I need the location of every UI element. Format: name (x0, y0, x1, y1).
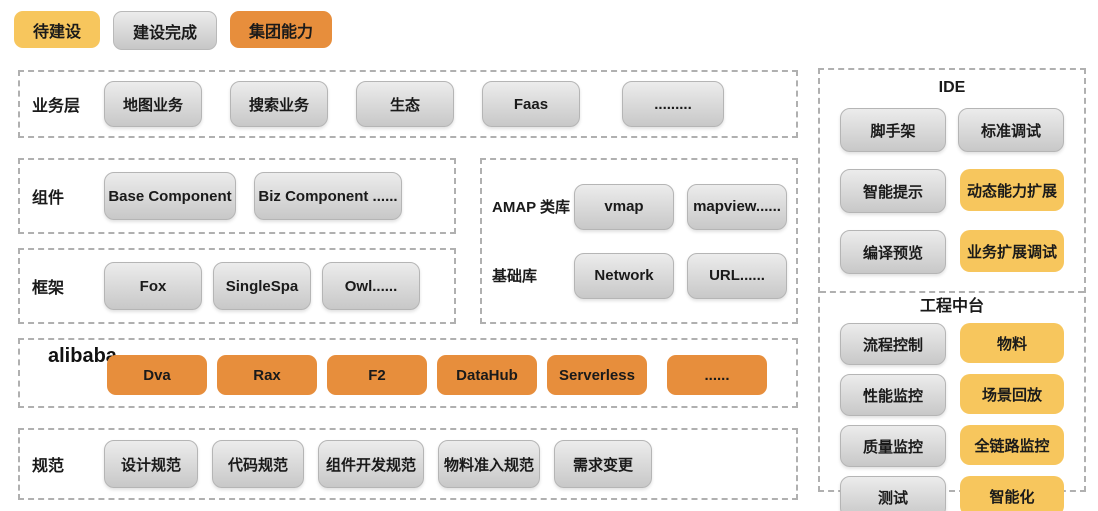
node-standard-debug: 标准调试 (958, 108, 1064, 152)
node-biz-component: Biz Component ...... (254, 172, 402, 220)
node-performance-monitor: 性能监控 (840, 374, 946, 416)
section-amap-libraries: AMAP 类库 vmap mapview...... 基础库 Network U… (480, 158, 798, 324)
node-more-dots: ......... (622, 81, 724, 127)
section-alibaba: alibaba Dva Rax F2 DataHub Serverless ..… (18, 338, 798, 408)
section-specifications: 规范 设计规范 代码规范 组件开发规范 物料准入规范 需求变更 (18, 428, 798, 500)
section-divider (820, 291, 1084, 293)
section-title-engineering-platform: 工程中台 (919, 298, 984, 315)
section-business-layer: 业务层 地图业务 搜索业务 生态 Faas ......... (18, 70, 798, 138)
node-vmap: vmap (574, 183, 674, 230)
node-test: 测试 (840, 476, 946, 511)
legend: 待建设 建设完成 集团能力 (14, 11, 333, 50)
node-url: URL...... (687, 252, 787, 299)
legend-build-complete: 建设完成 (113, 11, 218, 50)
section-label-alibaba: alibaba (48, 345, 117, 367)
node-singlespa: SingleSpa (213, 262, 311, 310)
node-intelligence: 智能化 (960, 476, 1064, 511)
node-smart-hint: 智能提示 (840, 169, 946, 213)
node-requirement-change: 需求变更 (554, 440, 652, 488)
node-scene-replay: 场景回放 (960, 374, 1064, 414)
section-label-business-layer: 业务层 (32, 98, 81, 115)
node-datahub: DataHub (437, 355, 537, 395)
section-right-column: IDE 脚手架 标准调试 智能提示 动态能力扩展 编译预览 业务扩展调试 工程中… (818, 68, 1086, 511)
section-label-components: 组件 (32, 190, 65, 207)
section-label-specifications: 规范 (32, 458, 65, 475)
node-map-business: 地图业务 (104, 81, 202, 127)
node-fox: Fox (104, 262, 202, 310)
node-dynamic-capability-extension: 动态能力扩展 (960, 169, 1064, 211)
node-design-spec: 设计规范 (104, 440, 198, 488)
section-label-base-libs: 基础库 (492, 268, 538, 285)
node-dva: Dva (107, 355, 207, 395)
node-scaffold: 脚手架 (840, 108, 946, 152)
section-frameworks: 框架 Fox SingleSpa Owl...... (18, 248, 456, 324)
node-material-access-spec: 物料准入规范 (438, 440, 540, 488)
node-mapview: mapview...... (687, 183, 787, 230)
section-label-frameworks: 框架 (32, 280, 65, 297)
node-ecosystem: 生态 (356, 81, 454, 127)
section-label-amap-libs: AMAP 类库 (492, 199, 571, 216)
legend-to-be-built: 待建设 (14, 11, 101, 48)
legend-group-capability: 集团能力 (230, 11, 333, 48)
node-serverless: Serverless (547, 355, 647, 395)
node-network: Network (574, 252, 674, 299)
ide-rows: 脚手架 标准调试 智能提示 动态能力扩展 编译预览 业务扩展调试 (820, 108, 1084, 274)
node-quality-monitor: 质量监控 (840, 425, 946, 467)
platform-rows: 流程控制 物料 性能监控 场景回放 质量监控 全链路监控 测试 智能化 (820, 323, 1084, 511)
section-components: 组件 Base Component Biz Component ...... (18, 158, 456, 234)
node-base-component: Base Component (104, 172, 236, 220)
node-compile-preview: 编译预览 (840, 230, 946, 274)
node-rax: Rax (217, 355, 317, 395)
node-f2: F2 (327, 355, 427, 395)
node-owl: Owl...... (322, 262, 420, 310)
node-code-spec: 代码规范 (212, 440, 304, 488)
node-material: 物料 (960, 323, 1064, 363)
node-faas: Faas (482, 81, 580, 127)
node-business-extension-debug: 业务扩展调试 (960, 230, 1064, 272)
node-component-dev-spec: 组件开发规范 (318, 440, 424, 488)
node-search-business: 搜索业务 (230, 81, 328, 127)
node-process-control: 流程控制 (840, 323, 946, 365)
section-title-ide: IDE (938, 79, 966, 96)
node-more-dots: ...... (667, 355, 767, 395)
node-full-link-monitor: 全链路监控 (960, 425, 1064, 465)
